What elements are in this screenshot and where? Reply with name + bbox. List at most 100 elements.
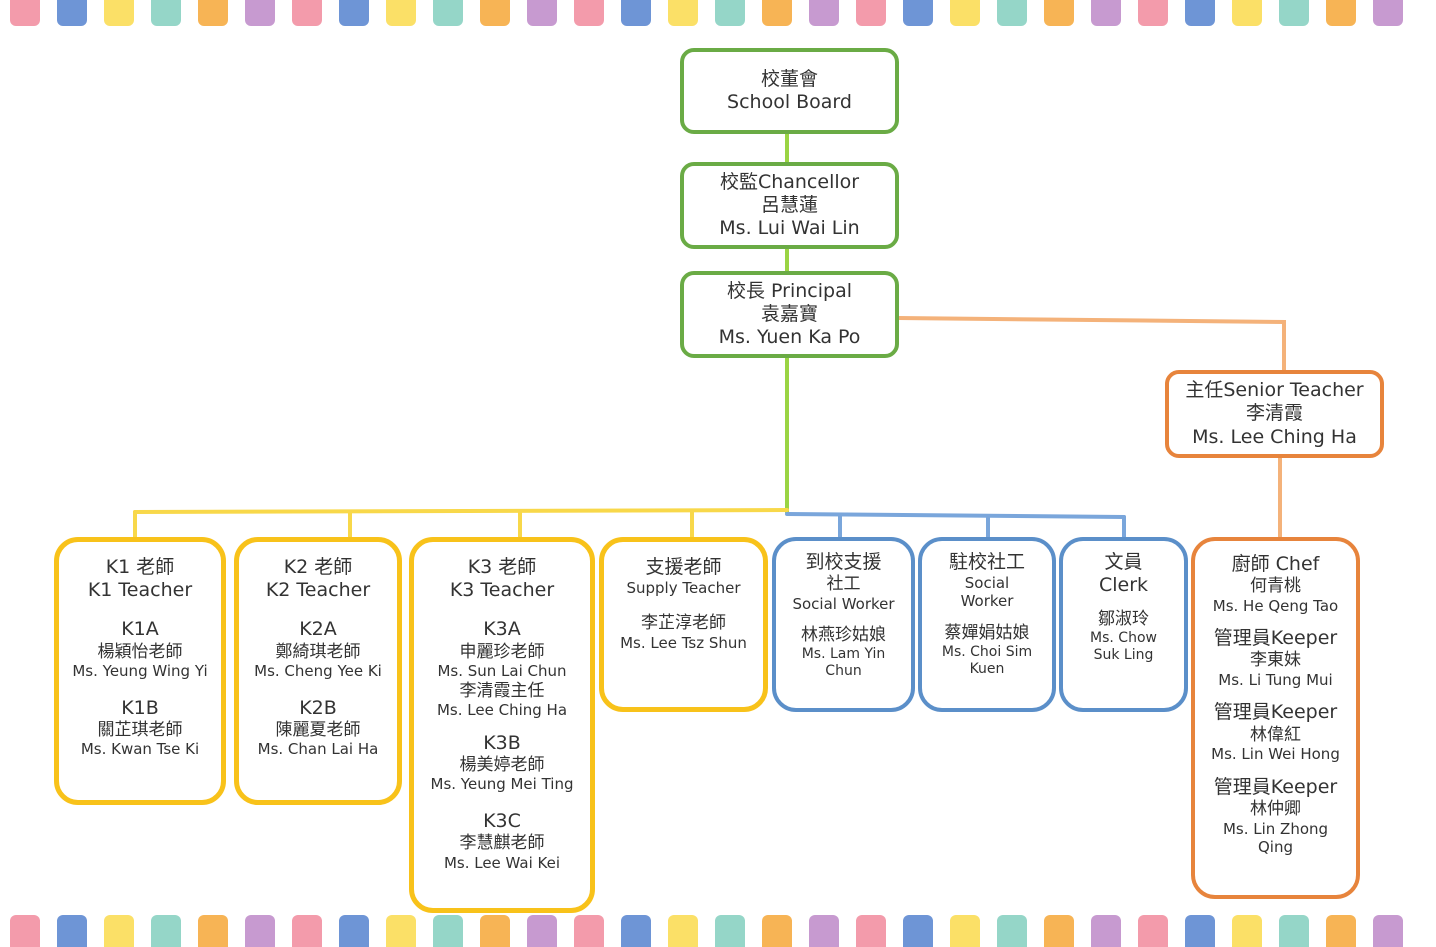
bottom-decorative-border [0,915,1436,947]
decorative-dot [762,915,792,947]
clerk-box: 文員 Clerk 鄒淑玲 Ms. Chow Suk Ling [1059,537,1188,712]
principal-title: 校長 Principal [726,279,852,302]
k3a-teacher2-zh: 李清霞主任 [459,680,545,701]
keeper3-name-zh: 林仲卿 [1250,798,1301,819]
decorative-dot [950,0,980,26]
decorative-dot [1138,915,1168,947]
decorative-dot [1279,0,1309,26]
k2a-teacher-zh: 鄭綺琪老師 [275,641,361,662]
decorative-dot [809,0,839,26]
k3c-teacher-en: Ms. Lee Wai Kei [443,853,561,872]
k3b-teacher-zh: 楊美婷老師 [459,754,545,775]
k1b-teacher-en: Ms. Kwan Tse Ki [80,740,200,759]
senior-teacher-box: 主任Senior Teacher 李清霞 Ms. Lee Ching Ha [1165,370,1384,458]
senior-teacher-name-zh: 李清霞 [1245,402,1303,425]
social-worker-box: 到校支援 社工 Social Worker 林燕珍姑娘 Ms. Lam Yin … [772,537,915,712]
social-worker-title-zh2: 社工 [826,574,861,595]
decorative-dot [339,0,369,26]
social-worker-title-en: Social Worker [792,594,895,613]
chancellor-box: 校監Chancellor 呂慧蓮 Ms. Lui Wai Lin [680,162,899,249]
supply-name-en: Ms. Lee Tsz Shun [620,634,747,653]
clerk-name-en1: Ms. Chow [1090,630,1157,647]
decorative-dot [1138,0,1168,26]
decorative-dot [668,0,698,26]
k3-title-en: K3 Teacher [449,579,555,602]
decorative-dot [292,0,322,26]
connector-yellow-bus [133,508,789,514]
decorative-dot [198,0,228,26]
k1b-class: K1B [121,696,159,719]
chancellor-title: 校監Chancellor [719,170,860,193]
k3c-class: K3C [483,809,521,832]
k3-teacher-box: K3 老師 K3 Teacher K3A 申麗珍老師 Ms. Sun Lai C… [409,537,595,913]
decorative-dot [151,0,181,26]
keeper2-name-zh: 林偉紅 [1250,724,1301,745]
keeper1-title: 管理員Keeper [1213,627,1338,650]
k2-title-zh: K2 老師 [283,556,353,578]
k3c-teacher-zh: 李慧麒老師 [459,832,545,853]
decorative-dot [480,915,510,947]
decorative-dot [104,0,134,26]
chef-keeper-box: 廚師 Chef 何青桃 Ms. He Qeng Tao 管理員Keeper 李東… [1191,537,1360,899]
k2b-teacher-en: Ms. Chan Lai Ha [257,740,379,759]
chef-title: 廚師 Chef [1231,553,1320,575]
clerk-name-en2: Suk Ling [1093,647,1154,664]
decorative-dot [1091,0,1121,26]
k2b-teacher-zh: 陳麗夏老師 [275,719,361,740]
chancellor-name-en: Ms. Lui Wai Lin [719,217,860,240]
decorative-dot [856,0,886,26]
principal-name-en: Ms. Yuen Ka Po [718,326,861,349]
principal-name-zh: 袁嘉寶 [760,302,818,325]
decorative-dot [57,915,87,947]
school-board-en: School Board [727,91,852,113]
decorative-dot [433,915,463,947]
decorative-dot [668,915,698,947]
decorative-dot [762,0,792,26]
supply-title-en: Supply Teacher [626,579,741,598]
decorative-dot [480,0,510,26]
school-board-box: 校董會 School Board [680,48,899,134]
chef-name-en: Ms. He Qeng Tao [1212,596,1339,615]
resident-sw-title-zh: 駐校社工 [948,551,1025,573]
decorative-dot [339,915,369,947]
decorative-dot [621,0,651,26]
decorative-dot [386,0,416,26]
decorative-dot [104,915,134,947]
decorative-dot [292,915,322,947]
supply-title-zh: 支援老師 [645,556,722,578]
keeper1-name-en: Ms. Li Tung Mui [1218,671,1333,690]
principal-box: 校長 Principal 袁嘉寶 Ms. Yuen Ka Po [680,271,899,358]
keeper1-name-zh: 李東妹 [1250,650,1301,671]
decorative-dot [1232,0,1262,26]
resident-sw-title-en1: Social [964,574,1010,593]
resident-sw-name-zh: 蔡嬋娟姑娘 [944,622,1030,643]
decorative-dot [1373,0,1403,26]
k3a-class: K3A [483,618,521,641]
k3a-teacher-zh: 申麗珍老師 [459,641,545,662]
school-board-zh: 校董會 [760,67,818,90]
decorative-dot [433,0,463,26]
k3-title-zh: K3 老師 [467,556,537,578]
decorative-dot [1373,915,1403,947]
decorative-dot [1044,915,1074,947]
clerk-title-en: Clerk [1098,574,1149,597]
supply-name-zh: 李芷淳老師 [641,613,726,634]
decorative-dot [621,915,651,947]
clerk-name-zh: 鄒淑玲 [1098,609,1149,630]
decorative-dot [527,915,557,947]
connector-blue-bus [785,512,1126,519]
decorative-dot [574,915,604,947]
keeper3-title: 管理員Keeper [1213,775,1338,798]
k3a-teacher-en: Ms. Sun Lai Chun [437,662,567,681]
k1a-teacher-en: Ms. Yeung Wing Yi [72,662,208,681]
decorative-dot [997,0,1027,26]
decorative-dot [1279,915,1309,947]
resident-sw-title-en2: Worker [960,592,1014,611]
senior-teacher-name-en: Ms. Lee Ching Ha [1192,425,1357,448]
decorative-dot [527,0,557,26]
keeper2-title: 管理員Keeper [1213,701,1338,724]
k1b-teacher-zh: 關芷琪老師 [97,719,183,740]
k2b-class: K2B [299,696,337,719]
decorative-dot [386,915,416,947]
